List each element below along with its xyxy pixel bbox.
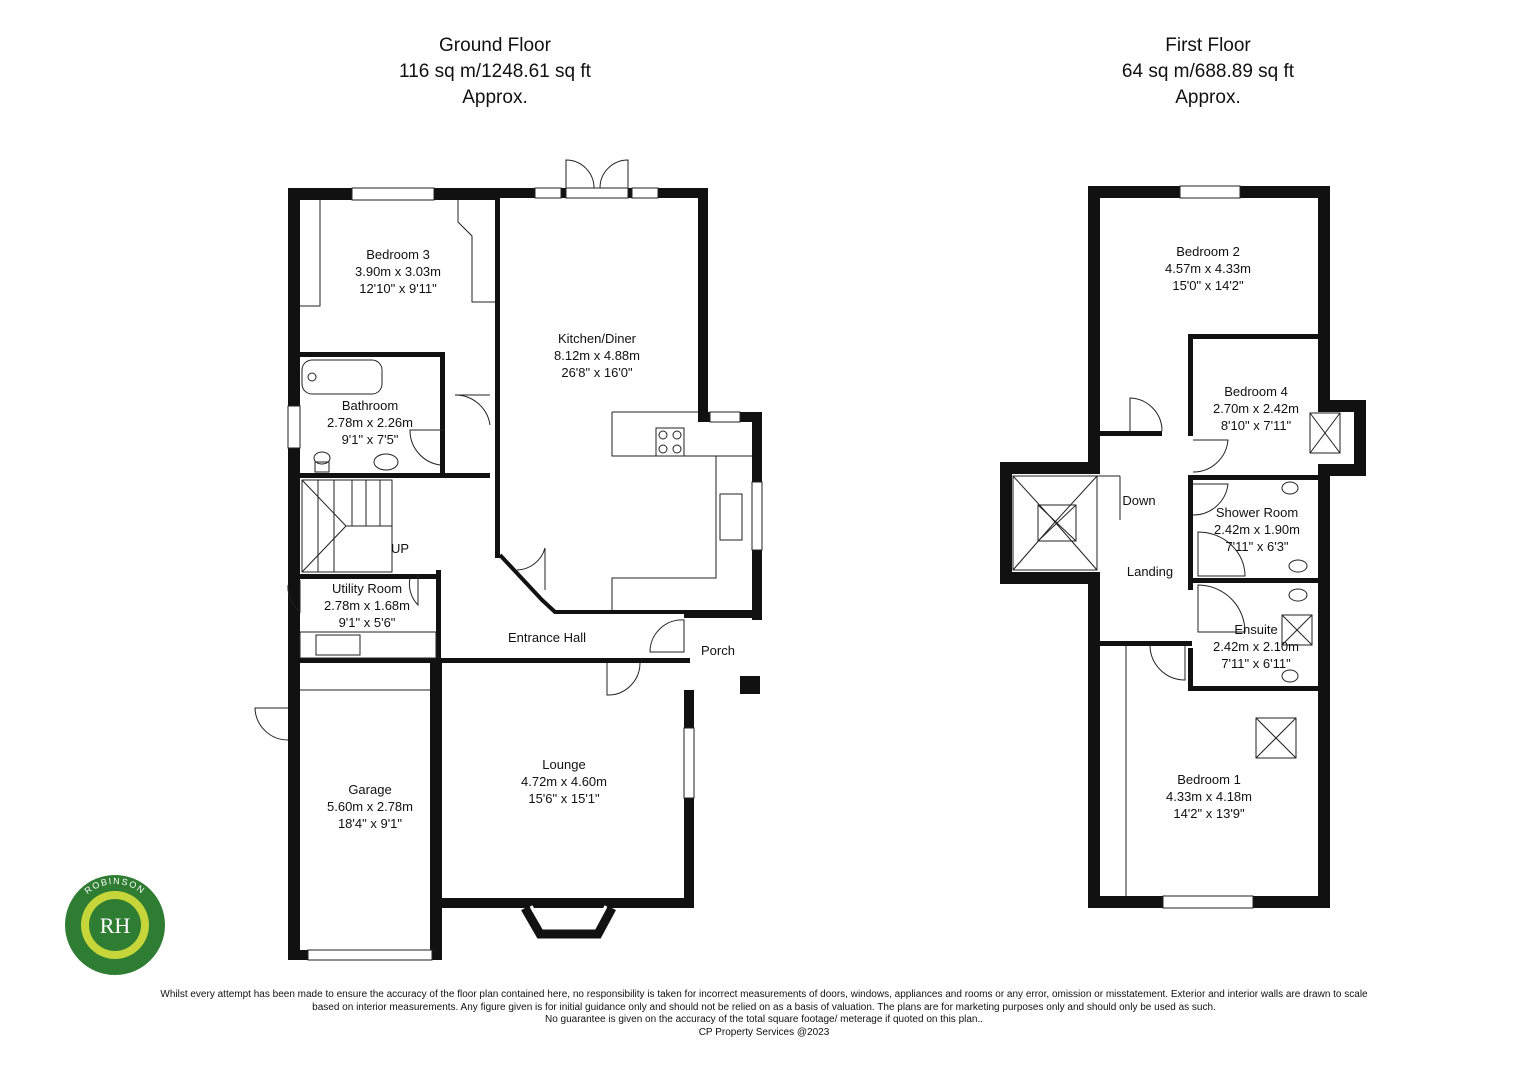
bedroom2-label: Bedroom 2 4.57m x 4.33m 15'0" x 14'2" <box>1165 243 1251 294</box>
room-imperial: 7'11" x 6'11" <box>1221 656 1291 671</box>
room-imperial: 12'10" x 9'11" <box>359 281 437 296</box>
room-name: Utility Room <box>331 581 403 596</box>
room-name: Bathroom <box>341 398 399 413</box>
garage-label: Garage 5.60m x 2.78m 18'4" x 9'1" <box>327 781 413 832</box>
room-metric: 3.90m x 3.03m <box>355 264 441 279</box>
room-imperial: 15'6" x 15'1" <box>528 791 600 806</box>
first-floor-approx: Approx. <box>1175 87 1241 108</box>
room-metric: 4.57m x 4.33m <box>1165 261 1251 276</box>
robinson-hornsby-logo: RH ROBINSON ESTATE AGENTS <box>65 875 165 977</box>
room-imperial: 9'1" x 7'5" <box>341 432 399 447</box>
room-metric: 4.33m x 4.18m <box>1166 789 1252 804</box>
room-name: Garage <box>348 782 392 797</box>
first-floor-plan <box>1000 185 1366 909</box>
entrance-hall-label: Entrance Hall <box>507 630 587 645</box>
room-metric: 4.72m x 4.60m <box>521 774 607 789</box>
bathroom-label: Bathroom 2.78m x 2.26m 9'1" x 7'5" <box>327 397 413 448</box>
disclaimer-line-2: based on interior measurements. Any figu… <box>312 1001 1216 1013</box>
room-metric: 2.78m x 2.26m <box>327 415 413 430</box>
bedroom1-label: Bedroom 1 4.33m x 4.18m 14'2" x 13'9" <box>1166 771 1252 822</box>
first-floor-title: First Floor <box>1165 35 1251 56</box>
room-imperial: 8'10" x 7'11" <box>1220 418 1292 433</box>
ground-floor-approx: Approx. <box>462 87 528 108</box>
room-metric: 5.60m x 2.78m <box>327 799 413 814</box>
disclaimer: Whilst every attempt has been made to en… <box>0 989 1528 1039</box>
disclaimer-line-4: CP Property Services @2023 <box>698 1026 830 1038</box>
room-imperial: 7'11" x 6'3" <box>1225 539 1289 554</box>
ground-floor-header: Ground Floor 116 sq m/1248.61 sq ft Appr… <box>335 33 655 111</box>
room-name: Ensuite <box>1234 622 1278 637</box>
disclaimer-line-1: Whilst every attempt has been made to en… <box>160 989 1368 1000</box>
room-imperial: 14'2" x 13'9" <box>1173 806 1245 821</box>
room-name: Bedroom 4 <box>1224 384 1288 399</box>
landing-label: Landing <box>1126 564 1174 579</box>
room-metric: 8.12m x 4.88m <box>554 348 640 363</box>
room-name: Bedroom 2 <box>1176 244 1240 259</box>
logo-center <box>89 899 141 951</box>
room-name: Kitchen/Diner <box>557 331 637 346</box>
ground-floor-plan <box>254 159 763 961</box>
room-metric: 2.78m x 1.68m <box>324 598 410 613</box>
room-imperial: 9'1" x 5'6" <box>338 615 396 630</box>
bedroom3-label: Bedroom 3 3.90m x 3.03m 12'10" x 9'11" <box>355 246 441 297</box>
utility-label: Utility Room 2.78m x 1.68m 9'1" x 5'6" <box>324 580 410 631</box>
first-floor-area: 64 sq m/688.89 sq ft <box>1121 61 1295 82</box>
first-floor-header: First Floor 64 sq m/688.89 sq ft Approx. <box>1048 33 1368 111</box>
room-name: Lounge <box>542 757 586 772</box>
room-imperial: 15'0" x 14'2" <box>1172 278 1244 293</box>
up-label: UP <box>390 541 410 556</box>
ground-floor-area: 116 sq m/1248.61 sq ft <box>399 61 591 82</box>
room-name: Bedroom 3 <box>366 247 430 262</box>
ground-floor-title: Ground Floor <box>439 35 551 56</box>
bedroom4-label: Bedroom 4 2.70m x 2.42m 8'10" x 7'11" <box>1213 383 1299 434</box>
kitchen-label: Kitchen/Diner 8.12m x 4.88m 26'8" x 16'0… <box>554 330 640 381</box>
room-metric: 2.42m x 1.90m <box>1214 522 1300 537</box>
room-imperial: 26'8" x 16'0" <box>561 365 633 380</box>
logo-initials: RH <box>100 913 131 938</box>
disclaimer-line-3: No guarantee is given on the accuracy of… <box>544 1014 984 1025</box>
shower-room-label: Shower Room 2.42m x 1.90m 7'11" x 6'3" <box>1214 504 1300 555</box>
room-imperial: 18'4" x 9'1" <box>337 816 403 831</box>
room-metric: 2.70m x 2.42m <box>1213 401 1299 416</box>
room-metric: 2.42m x 2.10m <box>1213 639 1299 654</box>
porch-label: Porch <box>701 643 735 658</box>
ensuite-label: Ensuite 2.42m x 2.10m 7'11" x 6'11" <box>1213 621 1299 672</box>
room-name: Shower Room <box>1215 505 1299 520</box>
down-label: Down <box>1122 493 1156 508</box>
room-name: Bedroom 1 <box>1177 772 1241 787</box>
lounge-label: Lounge 4.72m x 4.60m 15'6" x 15'1" <box>521 756 607 807</box>
